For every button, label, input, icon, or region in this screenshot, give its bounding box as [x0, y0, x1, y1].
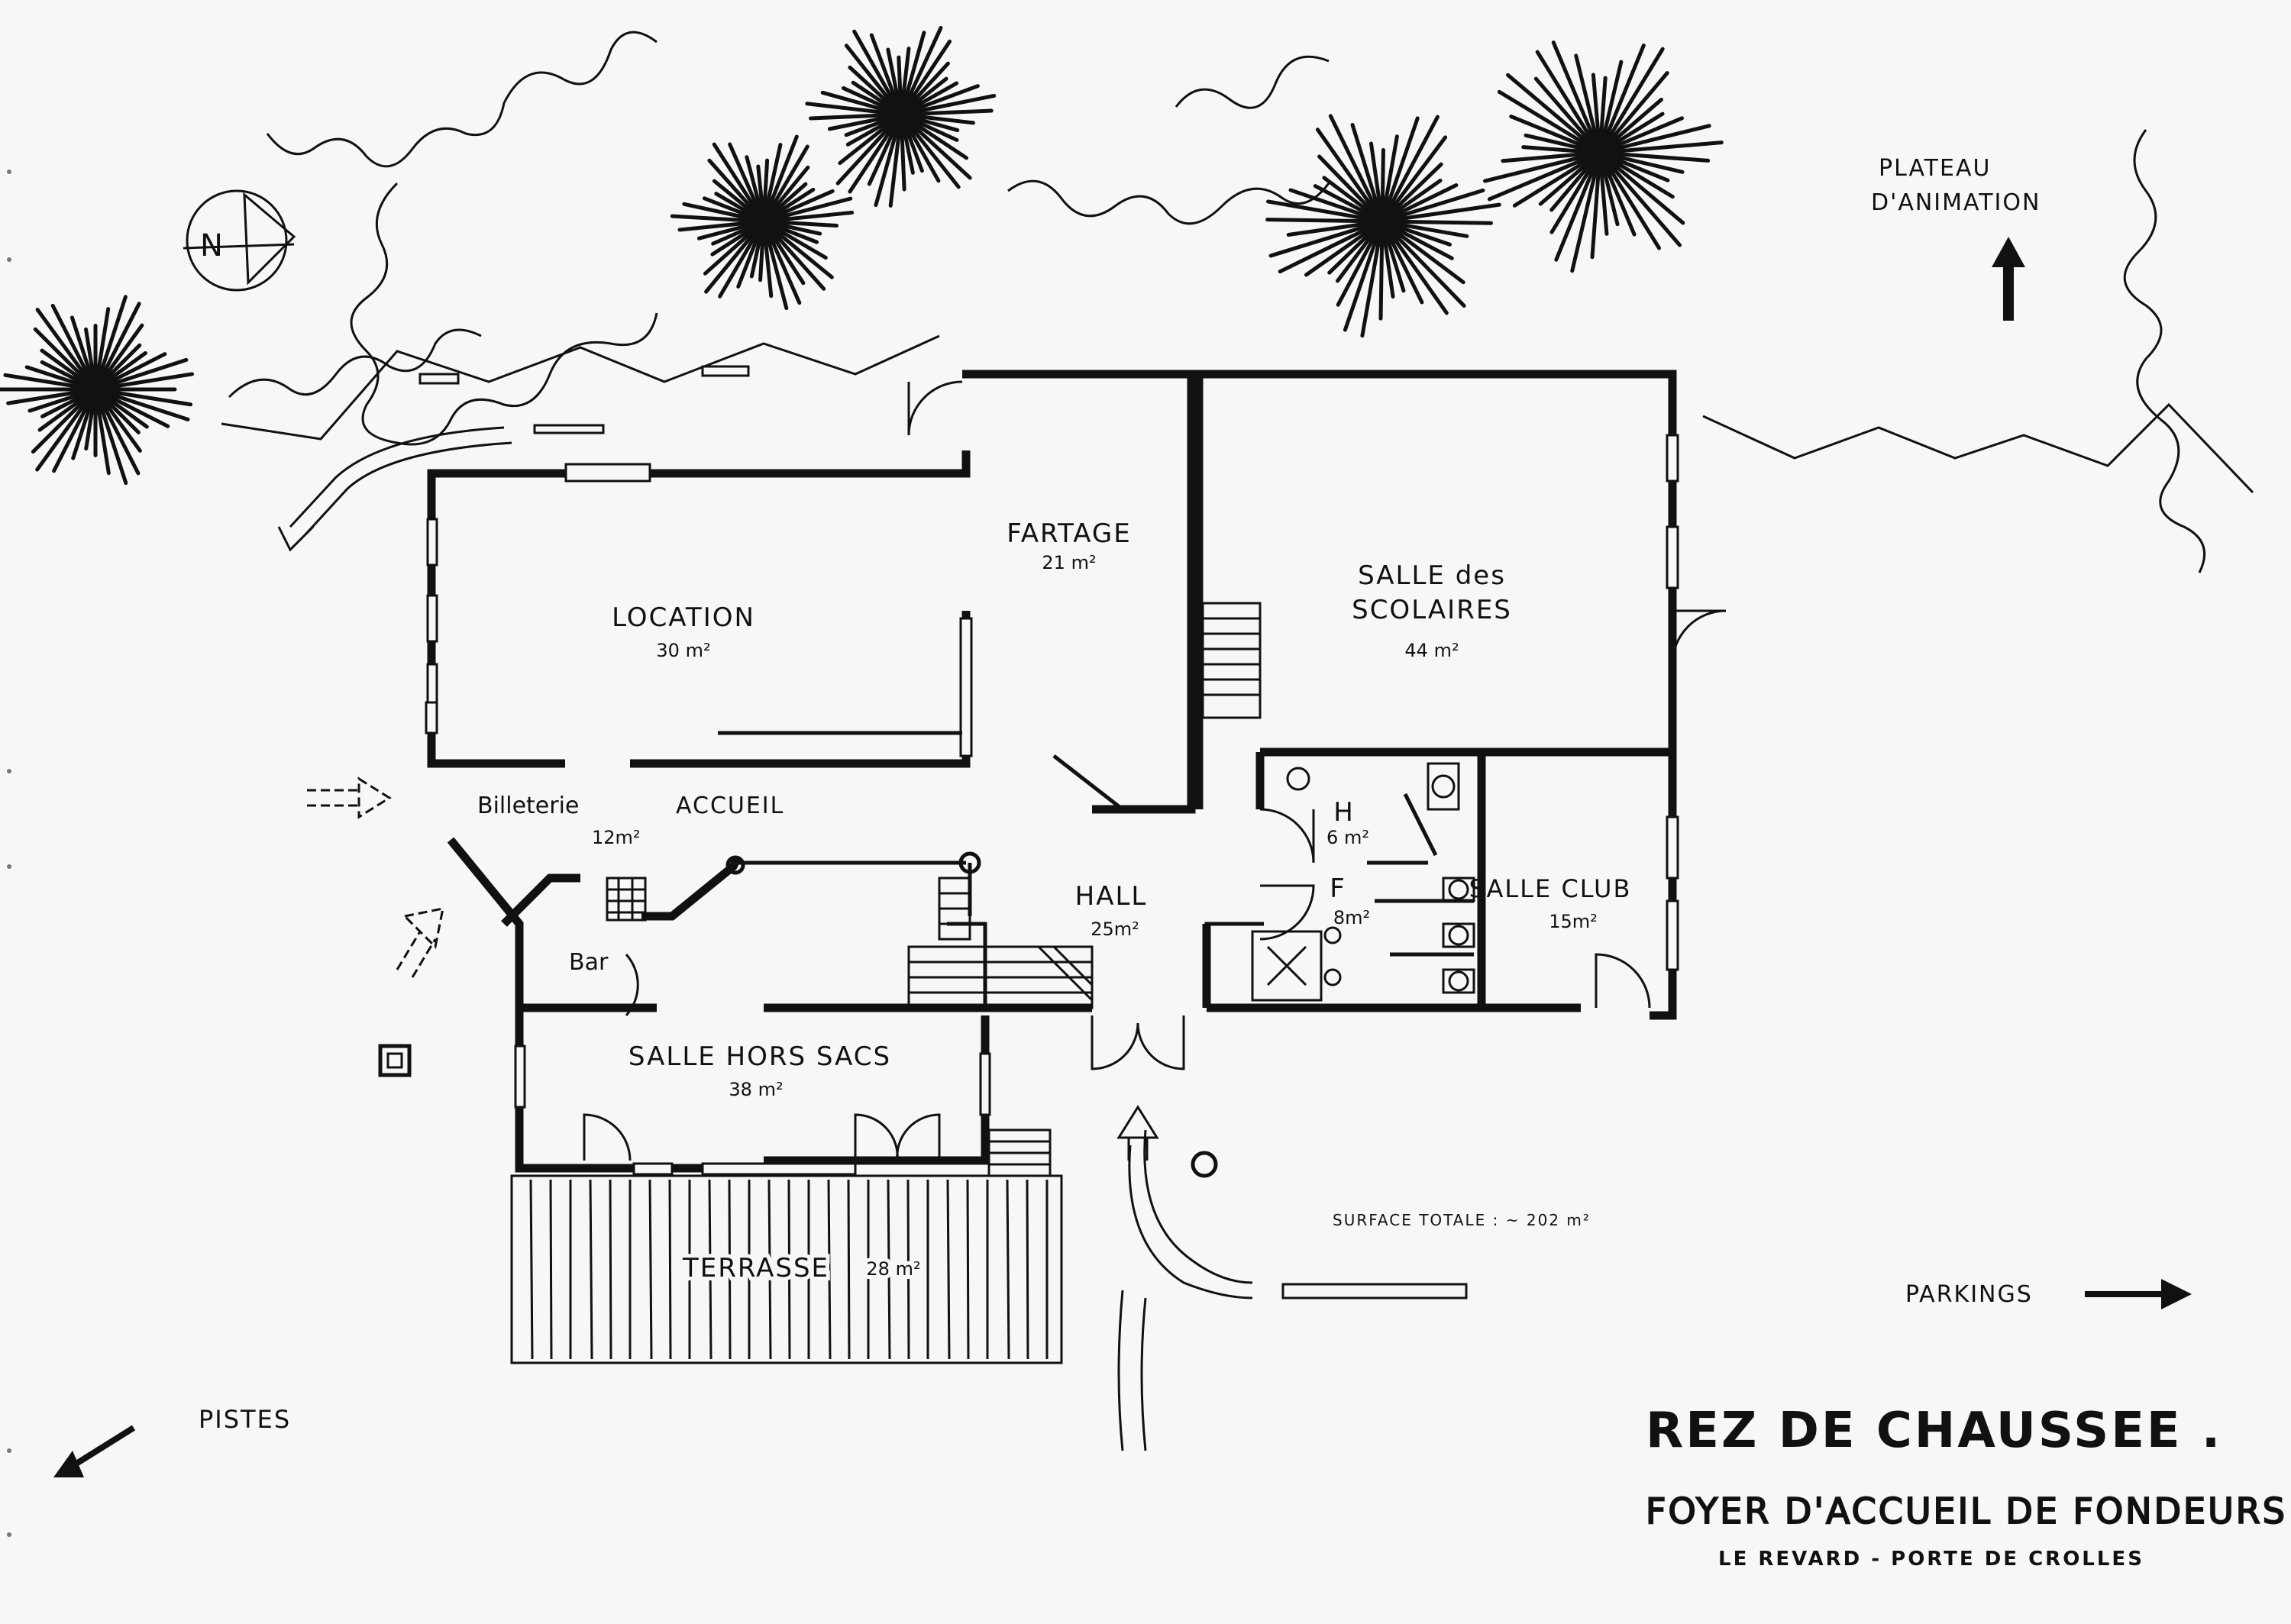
room-hall-name: HALL [1075, 881, 1148, 912]
terrace-slat [887, 1179, 891, 1360]
terrace-slat [708, 1179, 713, 1360]
terrasse-deck [510, 1174, 1063, 1364]
room-fartage-name: FARTAGE [1007, 518, 1131, 549]
room-terrasse-name: TERRASSE [682, 1253, 829, 1283]
terrace-slat [728, 1179, 732, 1360]
terrace-slat [767, 1179, 772, 1360]
north-label: N [200, 228, 223, 263]
tree-icon [1483, 40, 1724, 273]
trees [0, 25, 1724, 486]
room-scolaires-name1: SALLE des [1358, 560, 1506, 591]
room-location-area: 30 m² [656, 640, 710, 661]
tree-icon [0, 295, 195, 486]
parkings-label: PARKINGS [1905, 1281, 2033, 1308]
plan-title: REZ DE CHAUSSEE . [1646, 1403, 2222, 1459]
room-hors-sacs-name: SALLE HORS SACS [628, 1041, 891, 1072]
room-bar-name: Bar [569, 949, 609, 976]
room-club-name: SALLE CLUB [1469, 874, 1632, 903]
terrace-slat [847, 1179, 851, 1360]
binder-marks [7, 170, 11, 1537]
terrace-slat [648, 1179, 653, 1360]
stairs [606, 602, 1262, 1177]
room-terrasse-area: 28 m² [866, 1258, 920, 1280]
terrace-slat [609, 1179, 612, 1360]
terrace-slat [1026, 1179, 1029, 1360]
room-hors-sacs-area: 38 m² [729, 1079, 783, 1100]
room-scolaires-name2: SCOLAIRES [1352, 595, 1512, 625]
partitions [718, 731, 1475, 1178]
doors [583, 380, 1727, 1161]
tree-icon [1265, 114, 1501, 338]
walls [427, 370, 1677, 1173]
pistes-label: PISTES [199, 1405, 291, 1434]
plateau-label-2: D'ANIMATION [1871, 189, 2041, 216]
room-billeterie-area: 12m² [592, 827, 641, 848]
terrace-slat [946, 1179, 951, 1360]
terrace-slat [589, 1179, 593, 1360]
windows [425, 434, 1679, 1176]
room-wc-f-area: 8m² [1333, 907, 1370, 928]
plateau-label-1: PLATEAU [1879, 155, 1991, 182]
room-wc-h-area: 6 m² [1326, 827, 1369, 848]
title-block: REZ DE CHAUSSEE . FOYER D'ACCUEIL DE FON… [1645, 1403, 2287, 1571]
site-labels: PLATEAU D'ANIMATION PARKINGS PISTES SURF… [199, 155, 2041, 1434]
vegetation-outline [228, 31, 2206, 573]
room-location-name: LOCATION [612, 602, 755, 633]
room-wc-h-name: H [1333, 797, 1355, 828]
room-hall-area: 25m² [1091, 919, 1139, 940]
boundary-lines [221, 334, 2254, 494]
terrace-slat [906, 1179, 910, 1360]
terrace-slat [787, 1179, 791, 1360]
room-accueil-name: ACCUEIL [676, 793, 784, 819]
room-billeterie-name: Billeterie [477, 793, 579, 819]
plan-location: LE REVARD - PORTE DE CROLLES [1718, 1548, 2144, 1571]
surface-totale: SURFACE TOTALE : ~ 202 m² [1333, 1211, 1591, 1229]
tree-icon [805, 25, 997, 208]
terrace-slat [1006, 1179, 1010, 1360]
terrace-slat [529, 1179, 534, 1360]
room-wc-f-name: F [1330, 873, 1346, 904]
plan-subtitle: FOYER D'ACCUEIL DE FONDEURS [1646, 1490, 2287, 1532]
room-club-area: 15m² [1549, 911, 1598, 932]
north-arrow: N [183, 189, 296, 292]
access-paths [53, 237, 2192, 1477]
terrace-slat [827, 1179, 832, 1360]
tree-icon [670, 134, 855, 311]
room-fartage-area: 21 m² [1042, 552, 1096, 573]
room-labels: LOCATION 30 m² FARTAGE 21 m² SALLE des S… [477, 518, 1632, 1287]
room-scolaires-area: 44 m² [1404, 640, 1459, 661]
